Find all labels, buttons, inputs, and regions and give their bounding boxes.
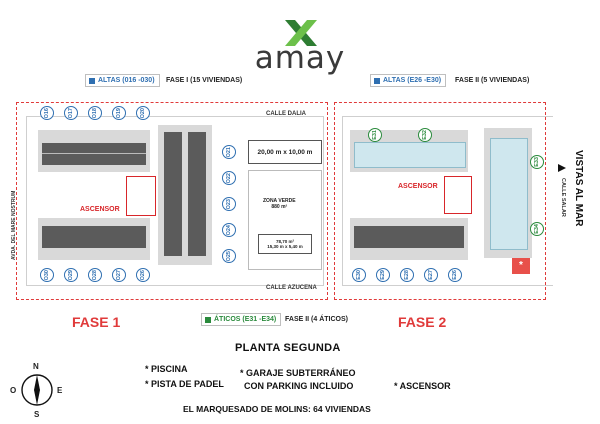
units-column-right <box>164 132 182 256</box>
unit-marker: O28 <box>88 268 102 282</box>
units-divider <box>42 153 146 154</box>
legend-label: ALTAS (E26 -E30) <box>383 77 442 84</box>
ascensor-label-phase1: ASCENSOR <box>80 206 120 213</box>
phase1-site-boundary <box>26 116 324 286</box>
compass-n: N <box>33 362 39 371</box>
phase2-plan-frame <box>334 102 546 300</box>
unit-marker: E30 <box>352 268 366 282</box>
feature-ascensor: * ASCENSOR <box>394 381 451 391</box>
elevator-core <box>444 176 472 214</box>
unit-marker: O19 <box>112 106 126 120</box>
units-column-right-aticos <box>490 138 528 250</box>
phase-label-1: FASE 1 <box>72 314 121 330</box>
footer-summary: EL MARQUESADO DE MOLINS: 64 VIVIENDAS <box>183 404 371 414</box>
legend-label: ÁTICOS (E31 -E34) <box>214 316 277 323</box>
pool-dimensions: 20,00 m x 10,00 m <box>248 140 322 164</box>
units-row-top <box>42 143 146 165</box>
plan-title: PLANTA SEGUNDA <box>235 342 341 354</box>
compass-o: O <box>10 386 17 395</box>
feature-padel: * PISTA DE PADEL <box>145 379 224 389</box>
unit-marker: O24 <box>222 223 236 237</box>
unit-marker: O23 <box>222 197 236 211</box>
unit-marker: O18 <box>88 106 102 120</box>
units-row-bottom <box>42 226 146 248</box>
unit-marker: O27 <box>112 268 126 282</box>
phase-label-2: FASE 2 <box>398 314 447 330</box>
legend-note: FASE II (5 VIVIENDAS) <box>455 77 530 84</box>
legend-swatch-blue <box>89 77 95 84</box>
compass-e: E <box>57 386 63 395</box>
phase1-top-unit-markers: O16 O17 O18 O19 O20 <box>40 106 150 120</box>
units-row-top-aticos <box>354 142 466 168</box>
phase2-site-boundary <box>342 116 553 286</box>
brand-name: amay <box>254 40 346 76</box>
unit-marker: O22 <box>222 171 236 185</box>
phase1-bottom-unit-markers: O30 O29 O28 O27 O26 <box>40 268 150 282</box>
feature-parking: CON PARKING INCLUIDO <box>244 381 354 391</box>
feature-piscina: * PISCINA <box>145 364 188 374</box>
unit-marker: O20 <box>136 106 150 120</box>
street-avenida: AVDA. DEL MARE NOSTRUM <box>11 190 17 260</box>
units-column-right-2 <box>188 132 206 256</box>
street-salar: CALLE SALAR <box>560 178 566 217</box>
zona-verde: ZONA VERDE 880 m² <box>263 198 296 210</box>
atico-marker: E34 <box>530 222 544 236</box>
small-pool: 78,70 m² 15,30 m x 5,40 m <box>258 234 312 254</box>
elevator-core <box>126 176 156 216</box>
compass-s: S <box>34 410 40 419</box>
legend-note: FASE II (4 ÁTICOS) <box>285 316 349 323</box>
legend-swatch-blue <box>374 77 380 84</box>
unit-marker: O17 <box>64 106 78 120</box>
unit-marker: E27 <box>424 268 438 282</box>
atico-marker: E31 <box>368 128 382 142</box>
compass-icon <box>21 374 53 406</box>
phase1-plan-frame <box>16 102 328 300</box>
arrow-right-icon <box>558 164 566 172</box>
sea-view-label: VISTAS AL MAR <box>573 150 584 227</box>
street-azucena: CALLE AZUCENA <box>266 285 317 291</box>
feature-garaje: * GARAJE SUBTERRÁNEO <box>240 368 356 378</box>
phase1-right-unit-markers: O21 O22 O23 O24 O25 <box>222 145 236 263</box>
unit-marker: E28 <box>400 268 414 282</box>
unit-marker: O21 <box>222 145 236 159</box>
compass-rose: N S O E <box>10 362 64 420</box>
legend-label: ALTAS (016 -030) <box>98 77 155 84</box>
unit-marker: O30 <box>40 268 54 282</box>
legend-swatch-green <box>205 316 211 323</box>
unit-marker: O25 <box>222 249 236 263</box>
unit-marker: O29 <box>64 268 78 282</box>
zona-verde-area <box>248 170 322 270</box>
unit-marker: O26 <box>136 268 150 282</box>
unit-marker: E26 <box>448 268 462 282</box>
special-lot-marker: * <box>512 258 530 274</box>
unit-marker: O16 <box>40 106 54 120</box>
units-row-bottom <box>354 226 464 248</box>
street-dalia: CALLE DALIA <box>266 111 306 117</box>
atico-marker: E33 <box>530 155 544 169</box>
legend-phase2-altas: ALTAS (E26 -E30) <box>370 74 447 87</box>
legend-phase1-altas: ALTAS (016 -030) <box>85 74 160 87</box>
amay-logo-mark-icon <box>285 20 317 46</box>
unit-marker: E29 <box>376 268 390 282</box>
phase2-bottom-unit-markers: E30 E29 E28 E27 E26 <box>352 268 462 282</box>
ascensor-label-phase2: ASCENSOR <box>398 183 438 190</box>
atico-marker: E32 <box>418 128 432 142</box>
legend-note: FASE I (15 VIVIENDAS) <box>166 77 243 84</box>
legend-aticos: ÁTICOS (E31 -E34) <box>201 313 282 326</box>
